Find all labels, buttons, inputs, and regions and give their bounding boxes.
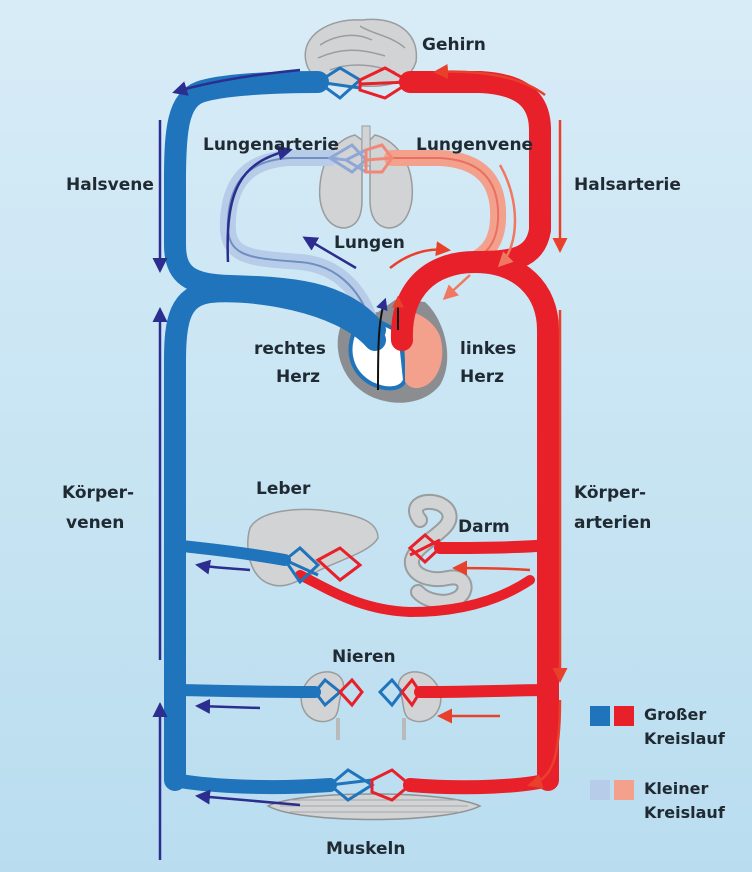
legend-pulmonary-1: Kleiner xyxy=(644,779,708,798)
legend-swatch-systemic-artery xyxy=(614,706,634,726)
legend-systemic-1: Großer xyxy=(644,705,706,724)
label-kidneys: Nieren xyxy=(332,647,396,667)
legend-swatch-systemic-vein xyxy=(590,706,610,726)
label-body-arteries-2: arterien xyxy=(574,513,651,533)
legend-swatch-pulmonary-artery xyxy=(590,780,610,800)
legend-swatch-pulmonary-vein xyxy=(614,780,634,800)
label-body-veins-1: Körper- xyxy=(62,483,134,503)
label-pulmonary-vein: Lungenvene xyxy=(416,135,533,155)
label-liver: Leber xyxy=(256,479,311,499)
label-lungs: Lungen xyxy=(334,233,405,253)
label-left-heart-2: Herz xyxy=(460,367,504,387)
label-left-heart-1: linkes xyxy=(460,339,516,359)
label-right-heart-1: rechtes xyxy=(254,339,326,359)
legend-pulmonary-2: Kreislauf xyxy=(644,803,726,822)
label-muscles: Muskeln xyxy=(326,839,405,859)
label-body-veins-2: venen xyxy=(66,513,124,533)
label-neck-vein: Halsvene xyxy=(66,175,154,195)
label-right-heart-2: Herz xyxy=(276,367,320,387)
label-brain: Gehirn xyxy=(422,35,486,55)
label-pulmonary-artery: Lungenarterie xyxy=(203,135,339,155)
label-neck-artery: Halsarterie xyxy=(574,175,681,195)
label-body-arteries-1: Körper- xyxy=(574,483,646,503)
label-intestine: Darm xyxy=(458,517,510,537)
legend-systemic-2: Kreislauf xyxy=(644,729,726,748)
